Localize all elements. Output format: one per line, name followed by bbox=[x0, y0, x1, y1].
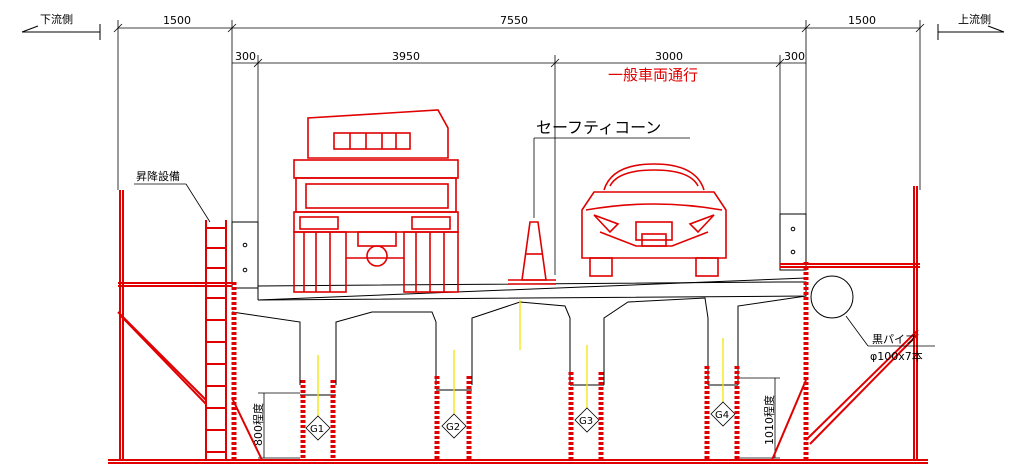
scaffold-frame bbox=[108, 186, 928, 464]
dimension-row-second bbox=[232, 55, 806, 275]
dim-top-right: 1500 bbox=[848, 14, 876, 27]
pipe-leader-arrow bbox=[845, 315, 869, 347]
girder-label-g1: G1 bbox=[310, 424, 324, 435]
lift-leader-arrow bbox=[185, 183, 211, 223]
upstream-marker bbox=[937, 24, 1005, 40]
dim-top-center: 7550 bbox=[500, 14, 528, 27]
pipe-name-label: 黒パイプ bbox=[872, 333, 916, 346]
downstream-label: 下流側 bbox=[40, 12, 73, 26]
depth-dimension-left bbox=[258, 392, 300, 459]
dim-second-2: 3950 bbox=[392, 50, 420, 63]
girder-label-g3: G3 bbox=[579, 416, 593, 427]
dim-top-left: 1500 bbox=[163, 14, 191, 27]
dim-second-1: 300 bbox=[235, 50, 256, 63]
downstream-marker bbox=[21, 24, 101, 40]
barrier-right bbox=[779, 213, 807, 271]
lift-label: 昇降設備 bbox=[136, 169, 180, 183]
girder-label-g2: G2 bbox=[446, 422, 460, 433]
dim-second-4: 300 bbox=[784, 50, 805, 63]
dim-second-3: 3000 bbox=[655, 50, 683, 63]
truck bbox=[293, 109, 459, 293]
upstream-label: 上流側 bbox=[958, 12, 991, 26]
depth-label-right: 1010程度 bbox=[762, 395, 776, 445]
girder-marker-g1: G1 bbox=[305, 415, 331, 441]
traffic-label: 一般車両通行 bbox=[608, 66, 698, 84]
safety-cone bbox=[508, 221, 556, 285]
pipe-spec-label: φ100x7本 bbox=[870, 349, 923, 363]
bridge-deck bbox=[257, 277, 807, 301]
girder-marker-g3: G3 bbox=[574, 407, 600, 433]
dimension-row-top bbox=[113, 20, 925, 230]
girder-centerlines bbox=[317, 300, 724, 420]
girder-marker-g4: G4 bbox=[710, 401, 736, 427]
girder-label-g4: G4 bbox=[715, 410, 729, 421]
scaffold-chain-posts bbox=[231, 262, 809, 460]
pipe-bundle bbox=[810, 275, 854, 319]
cone-label: セーフティコーン bbox=[536, 118, 661, 137]
depth-label-left: 800程度 bbox=[251, 403, 265, 446]
barrier-left bbox=[231, 221, 259, 289]
car bbox=[581, 163, 727, 277]
girder-marker-g2: G2 bbox=[441, 413, 467, 439]
